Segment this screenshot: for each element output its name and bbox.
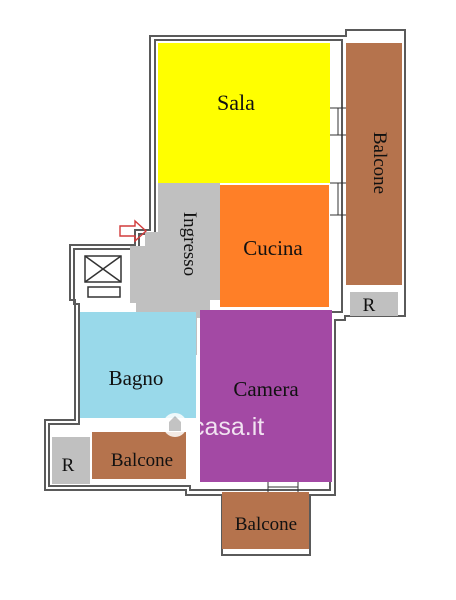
label-balcone-bottom: Balcone: [235, 514, 297, 535]
label-balcone-right: Balcone: [369, 132, 390, 194]
balcone-bottom: [222, 492, 309, 549]
label-ingresso: Ingresso: [179, 212, 200, 276]
entrance-arrow-icon: [119, 219, 148, 243]
label-r-right: R: [363, 295, 376, 316]
room-cucina: [220, 185, 329, 307]
r-box-left: [52, 437, 90, 484]
elevator-icon: [84, 255, 122, 298]
inner-wall: [48, 39, 343, 491]
label-bagno: Bagno: [109, 366, 164, 390]
room-sala: [158, 43, 330, 183]
label-balcone-left: Balcone: [111, 450, 173, 471]
window-marks: [267, 107, 346, 492]
label-sala: Sala: [217, 90, 255, 115]
balcone-right: [346, 43, 402, 285]
label-camera: Camera: [233, 377, 299, 401]
r-box-right: [350, 292, 398, 316]
room-camera: [200, 310, 332, 482]
label-cucina: Cucina: [243, 236, 303, 260]
watermark: casa.it: [163, 413, 264, 441]
balcone-left: [92, 432, 186, 479]
watermark-text: casa.it: [192, 413, 264, 441]
casa-it-logo-icon: [163, 413, 187, 437]
room-bagno: [80, 312, 196, 418]
label-r-left: R: [62, 455, 75, 476]
